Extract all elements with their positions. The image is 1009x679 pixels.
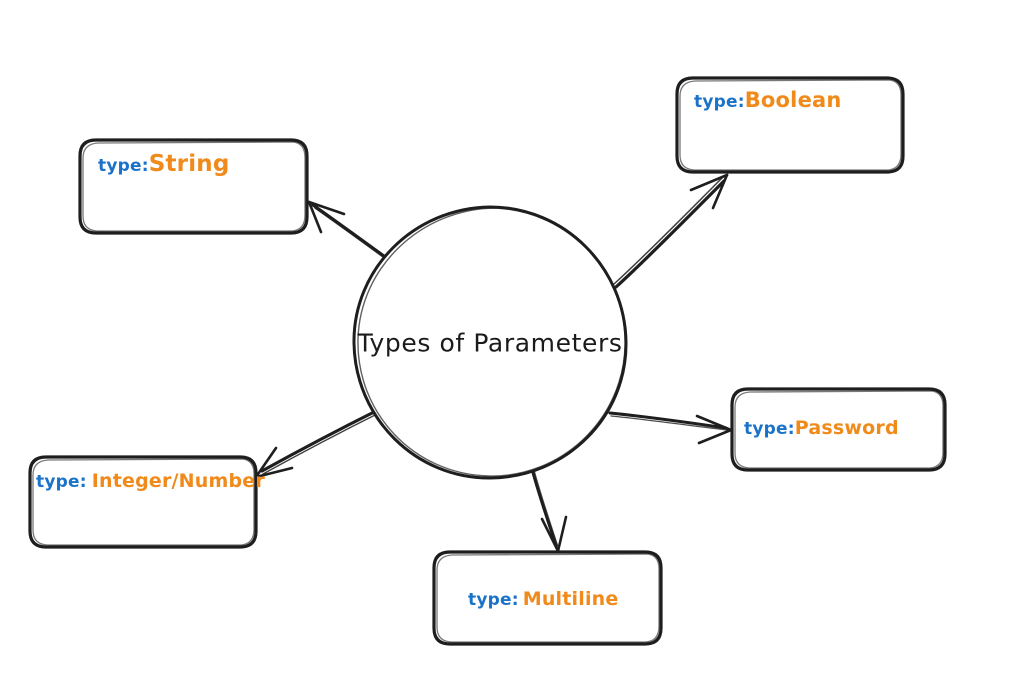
edge-center-to-multiline [530, 467, 568, 553]
edge-center-to-integer-number [254, 408, 380, 479]
node-box-multiline[interactable] [432, 550, 663, 646]
edge-center-to-string [307, 200, 391, 263]
node-box-string[interactable] [78, 138, 309, 235]
edge-center-to-boolean [613, 173, 729, 289]
center-node-circle[interactable] [352, 205, 628, 480]
node-box-integer-number[interactable] [28, 455, 258, 549]
node-box-boolean[interactable] [675, 76, 905, 174]
node-box-password[interactable] [730, 387, 947, 472]
edge-center-to-password [608, 411, 733, 445]
